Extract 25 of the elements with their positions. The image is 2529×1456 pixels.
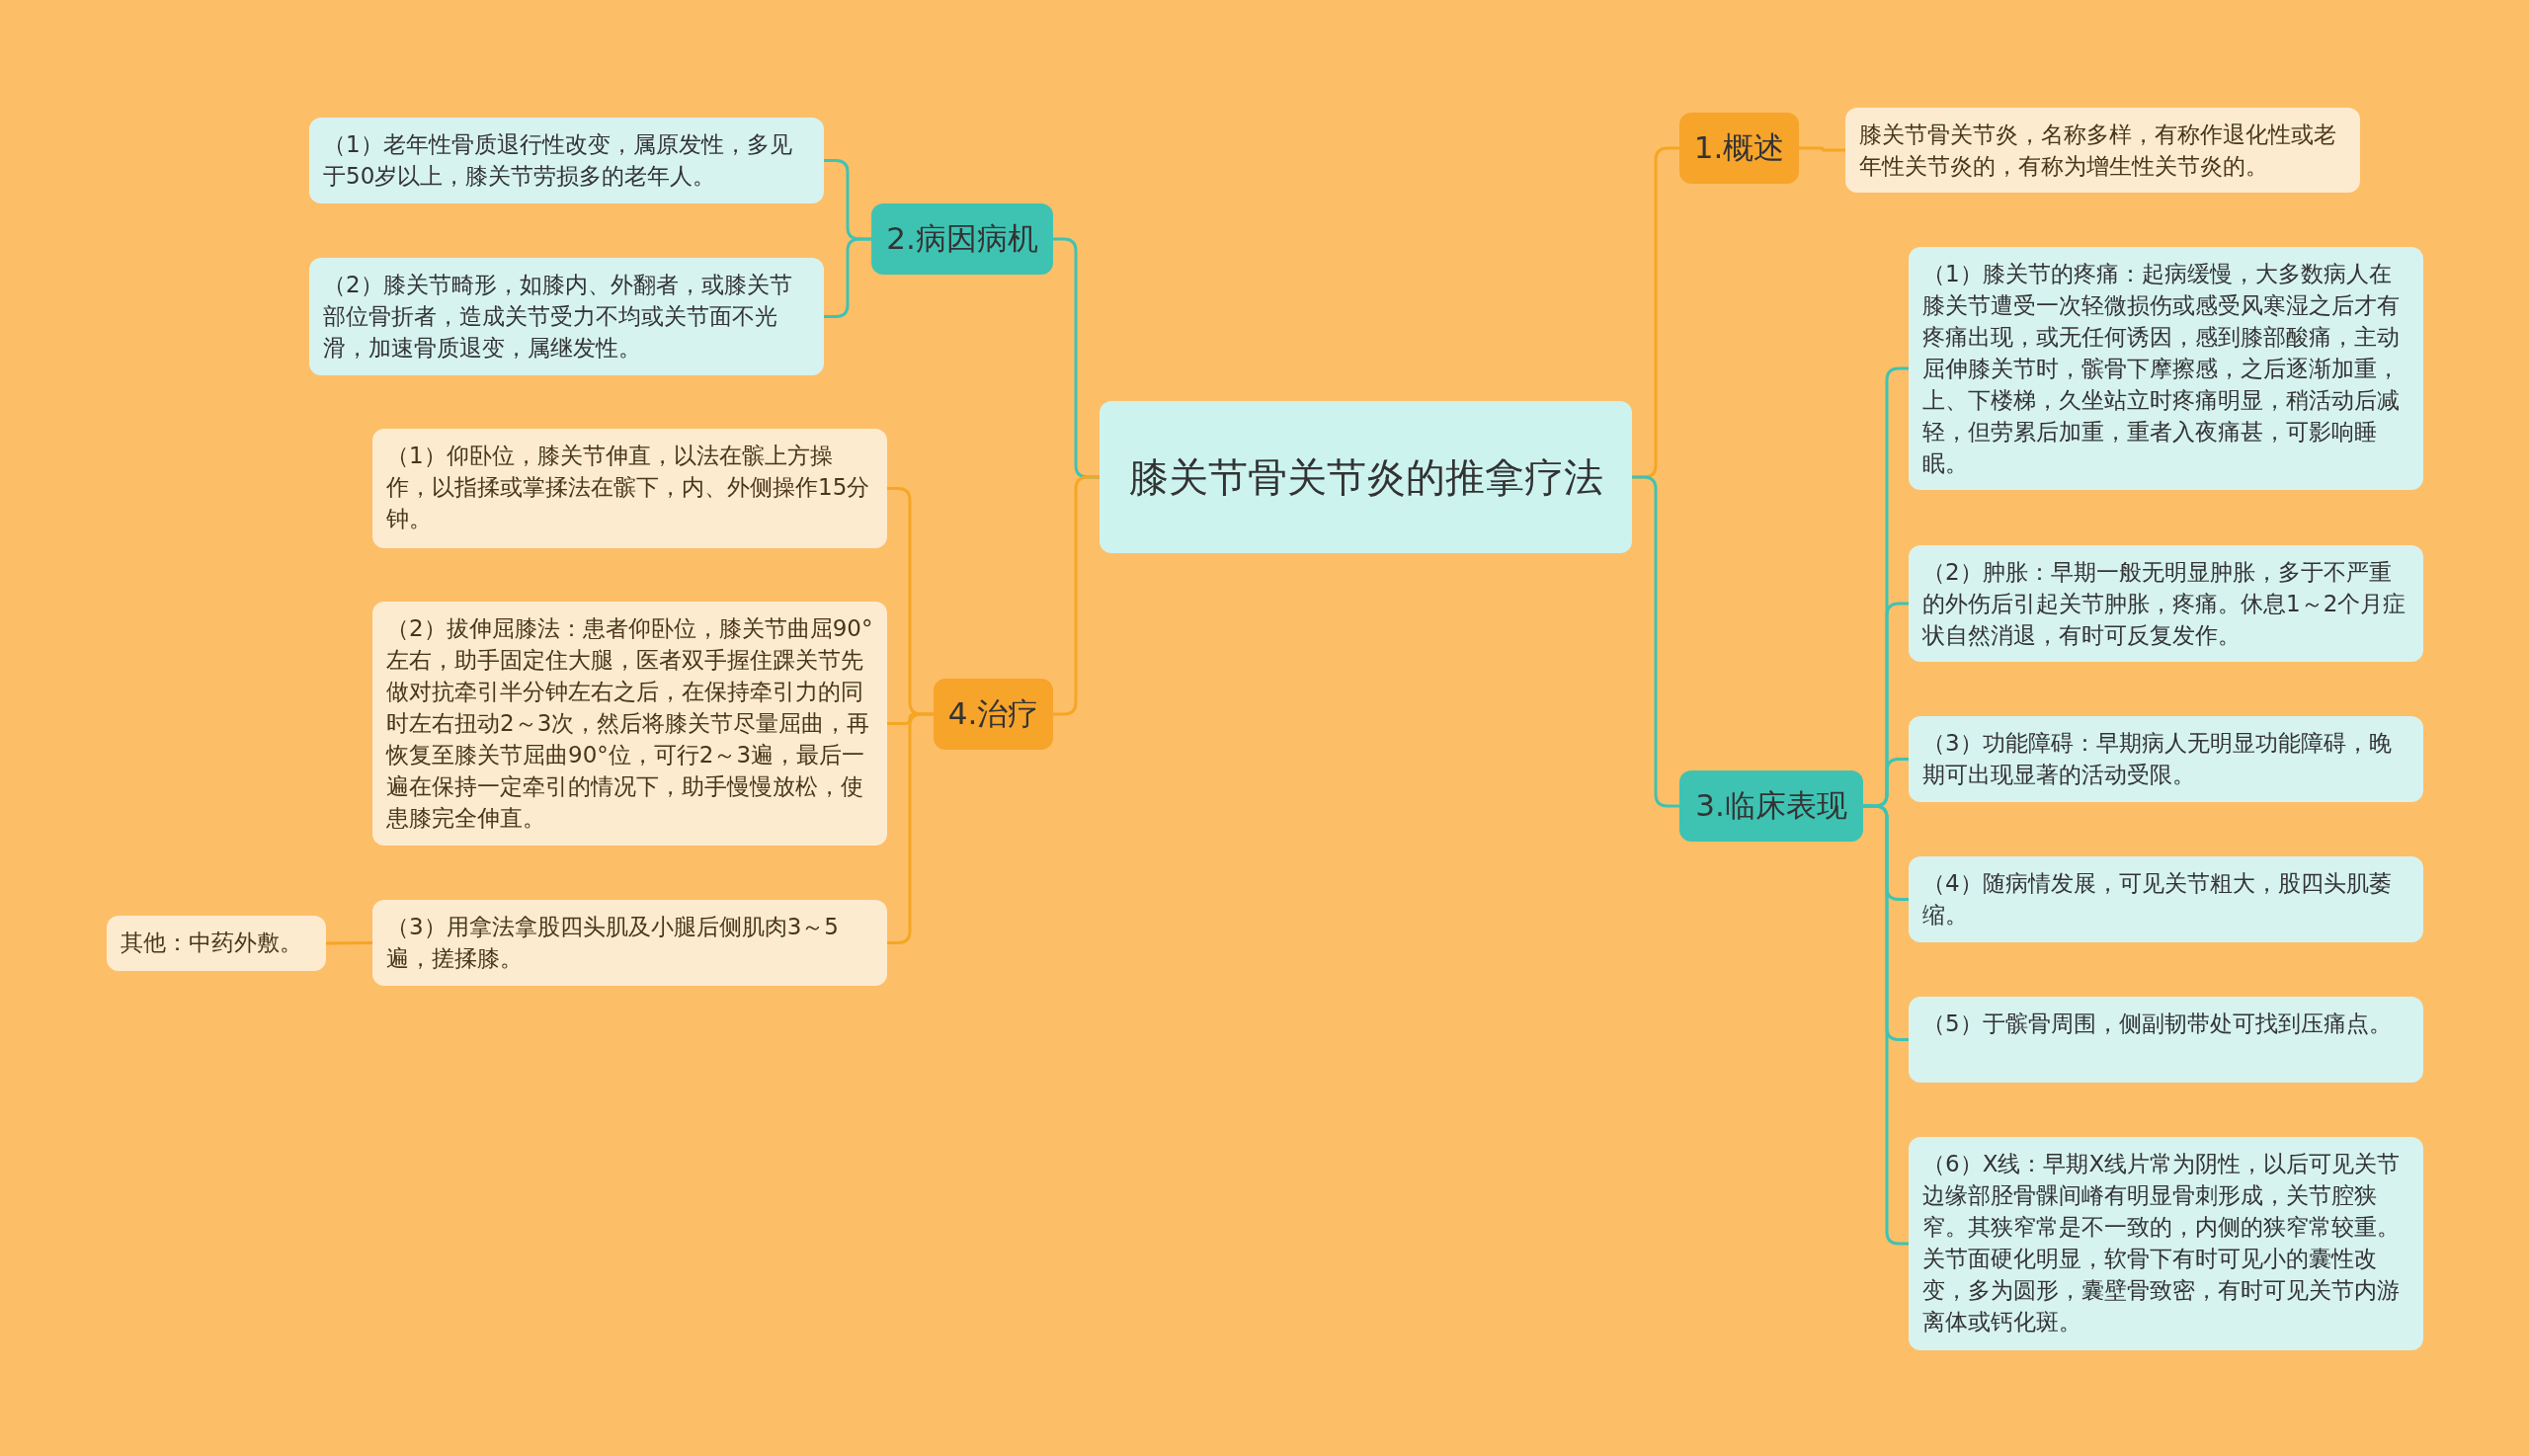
branch-box: 1.概述 xyxy=(1679,113,1799,184)
note-box: （2）膝关节畸形，如膝内、外翻者，或膝关节部位骨折者，造成关节受力不均或关节面不光滑，加速骨质退变，属继发性。 xyxy=(309,258,824,375)
connector-line xyxy=(1863,804,1909,1246)
note-box: （2）肿胀：早期一般无明显肿胀，多于不严重的外伤后引起关节肿胀，疼痛。休息1～2个月症状自然消退，有时可反复发作。 xyxy=(1909,545,2423,662)
branch-box: 4.治疗 xyxy=(934,679,1053,750)
note-box: （3）功能障碍：早期病人无明显功能障碍，晚期可出现显著的活动受限。 xyxy=(1909,716,2423,802)
connector-line xyxy=(1799,146,1845,152)
note-box: （4）随病情发展，可见关节粗大，股四头肌萎缩。 xyxy=(1909,856,2423,942)
connector-line xyxy=(1632,475,1679,808)
note-box: （5）于髌骨周围，侧副韧带处可找到压痛点。 xyxy=(1909,997,2423,1083)
branch-box: 3.临床表现 xyxy=(1679,770,1863,842)
connector-line xyxy=(824,237,871,318)
note-box: （6）X线：早期X线片常为阴性，以后可见关节边缘部胫骨髁间嵴有明显骨刺形成，关节腔狭窄。其狭窄常是不一致的，内侧的狭窄常较重。关节面硬化明显，软骨下有时可见小的囊性改变，多为圆形，囊壁骨致密，有时可见关节内游离体或钙化斑。 xyxy=(1909,1137,2423,1350)
note-box: 膝关节骨关节炎，名称多样，有称作退化性或老年性关节炎的，有称为增生性关节炎的。 xyxy=(1845,108,2360,193)
note-box: （1）老年性骨质退行性改变，属原发性，多见于50岁以上，膝关节劳损多的老年人。 xyxy=(309,118,824,203)
note-box: （2）拔伸屈膝法：患者仰卧位，膝关节曲屈90°左右，助手固定住大腿，医者双手握住踝关节先做对抗牵引半分钟左右之后，在保持牵引力的同时左右扭动2～3次，然后将膝关节尽量屈曲，再恢复至膝关节屈曲90°位，可行2～3遍，最后一遍在保持一定牵引的情况下，助手慢慢放松，使患膝完全伸直。 xyxy=(372,602,887,846)
connector-line xyxy=(326,941,372,945)
note-box: （1）膝关节的疼痛：起病缓慢，大多数病人在膝关节遭受一次轻微损伤或感受风寒湿之后才有疼痛出现，或无任何诱因，感到膝部酸痛，主动屈伸膝关节时，髌骨下摩擦感，之后逐渐加重，上、下楼梯，久坐站立时疼痛明显，稍活动后减轻，但劳累后加重，重者入夜痛甚，可影响睡眠。 xyxy=(1909,247,2423,490)
note-box: （1）仰卧位，膝关节伸直，以法在髌上方操作，以指揉或掌揉法在髌下，内、外侧操作15分钟。 xyxy=(372,429,887,548)
connector-line xyxy=(1053,475,1100,716)
connector-line xyxy=(887,712,934,944)
topic-box: 膝关节骨关节炎的推拿疗法 xyxy=(1100,401,1632,553)
note-box: 其他：中药外敷。 xyxy=(107,916,326,971)
note-box: （3）用拿法拿股四头肌及小腿后侧肌肉3～5遍，搓揉膝。 xyxy=(372,900,887,986)
branch-box: 2.病因病机 xyxy=(871,203,1053,275)
